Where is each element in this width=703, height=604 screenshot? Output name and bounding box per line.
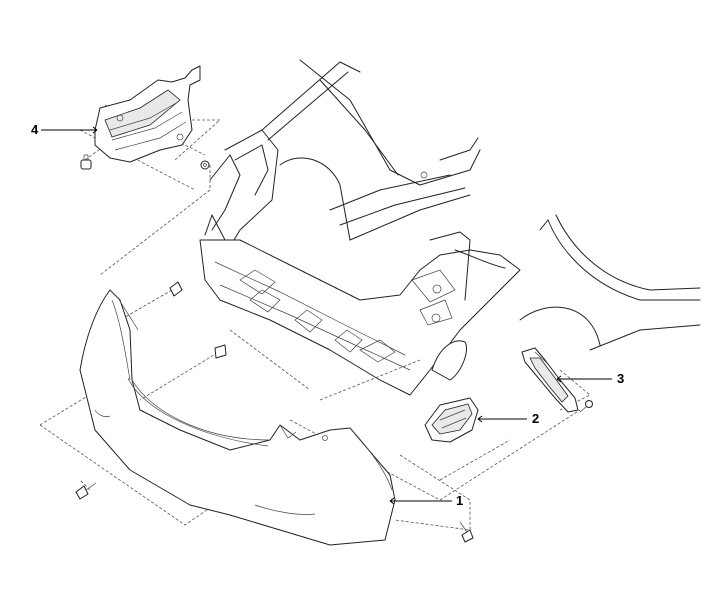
fastener-screw-right bbox=[579, 400, 593, 413]
part-4-upper-side-bracket bbox=[94, 65, 201, 163]
callout-label-4: 4 bbox=[31, 122, 39, 137]
fastener-nut-upper bbox=[200, 160, 210, 170]
vehicle-body-rear-panel bbox=[199, 59, 701, 396]
callout-label-1: 1 bbox=[456, 493, 464, 508]
part-1-rear-bumper-cover bbox=[79, 289, 396, 546]
callout-label-2: 2 bbox=[532, 411, 540, 426]
fastener-clip-upper-left bbox=[80, 154, 92, 170]
leader-lines bbox=[41, 126, 612, 505]
callout-label-3: 3 bbox=[617, 371, 625, 386]
fastener-screw-lower-left bbox=[75, 482, 97, 500]
fastener-screw-lower-right bbox=[459, 521, 474, 543]
part-2-side-bracket bbox=[424, 397, 479, 443]
fastener-clip-mid bbox=[169, 281, 227, 359]
part-3-bumper-mounting-bracket bbox=[521, 347, 579, 413]
